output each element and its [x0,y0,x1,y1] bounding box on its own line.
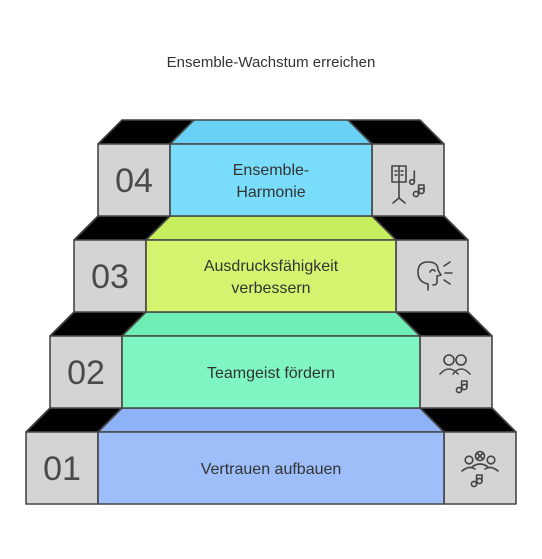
right-block-face [443,431,517,505]
diagram-title: Ensemble-Wachstum erreichen [167,54,376,71]
center-top-face [169,119,373,145]
step-label-line: Teamgeist fördern [207,365,335,382]
step-03: 03 Ausdrucksfähigkeit verbessern [73,215,469,313]
step-number: 03 [91,258,129,296]
step-04: 04 Ensemble- Harmonie [97,119,445,217]
left-block-face [73,239,147,313]
step-number: 02 [67,354,105,392]
center-block-face [97,431,445,505]
step-label-line: Harmonie [236,184,305,201]
left-block-face [49,335,123,409]
center-block-face [121,335,421,409]
step-label-line: Ausdrucksfähigkeit [204,258,339,275]
step-number: 01 [43,450,81,488]
right-block-face [395,239,469,313]
step-number: 04 [115,162,153,200]
center-top-face [97,407,445,433]
duo-music-icon [439,354,471,394]
center-block-face [145,239,397,313]
step-01: 01 Vertrauen aufbauen [25,407,517,505]
step-label-line: Ensemble- [233,162,309,179]
right-block-face [371,143,445,217]
center-block-face [169,143,373,217]
step-label-line: verbessern [231,280,310,297]
step-02: 02 Teamgeist fördern [49,311,493,409]
center-top-face [145,215,397,241]
step-label-line: Vertrauen aufbauen [201,461,342,478]
voice-expression-icon [417,261,453,291]
left-block-face [25,431,99,505]
people-music-icon [461,450,499,488]
center-top-face [121,311,421,337]
music-stand-icon [391,165,425,204]
